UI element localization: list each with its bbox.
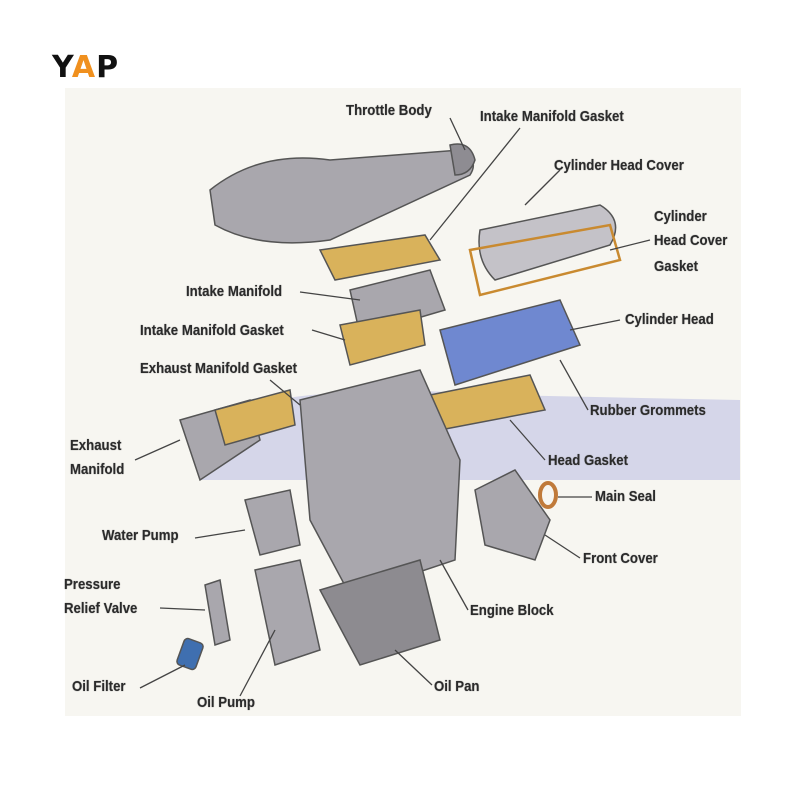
leader-lines xyxy=(134,117,651,697)
engine-block xyxy=(299,369,461,596)
label-water-pump: Water Pump xyxy=(102,527,179,544)
exhaust-manifold-gasket xyxy=(214,389,296,446)
label-intake-manifold-gasket-top: Intake Manifold Gasket xyxy=(480,108,624,125)
label-engine-block: Engine Block xyxy=(470,602,554,619)
oil-filter xyxy=(176,637,204,671)
logo-letter: Y xyxy=(52,50,72,85)
label-exhaust-manifold-gasket: Exhaust Manifold Gasket xyxy=(140,360,297,377)
water-pump xyxy=(244,489,301,556)
main-seal xyxy=(538,481,558,509)
head-gasket xyxy=(429,374,547,431)
cylinder-head xyxy=(439,299,582,386)
label-throttle-body: Throttle Body xyxy=(346,102,432,119)
label-intake-manifold: Intake Manifold xyxy=(186,283,283,300)
logo-letter: A xyxy=(71,50,97,85)
label-cylinder-head-cover-gasket-2: Head Cover xyxy=(654,232,728,249)
label-rubber-grommets: Rubber Grommets xyxy=(590,402,706,419)
intake-manifold-gasket-top xyxy=(318,234,442,281)
label-main-seal: Main Seal xyxy=(595,488,656,505)
cylinder-head-cover-gasket xyxy=(468,223,622,297)
label-cylinder-head-cover-gasket-3: Gasket xyxy=(654,258,699,275)
label-cylinder-head: Cylinder Head xyxy=(625,311,714,328)
label-pressure-relief-valve-2: Relief Valve xyxy=(64,600,138,617)
label-exhaust-manifold-1: Exhaust xyxy=(70,437,122,454)
pressure-relief-valve xyxy=(204,579,231,646)
label-cylinder-head-cover: Cylinder Head Cover xyxy=(554,157,684,174)
intake-plenum xyxy=(209,149,475,244)
label-cylinder-head-cover-gasket-1: Cylinder xyxy=(654,208,707,225)
cylinder-head-cover xyxy=(478,204,617,281)
label-pressure-relief-valve-1: Pressure xyxy=(64,576,121,593)
label-oil-pump: Oil Pump xyxy=(197,694,255,711)
logo-letter: P xyxy=(96,50,120,85)
label-exhaust-manifold-2: Manifold xyxy=(70,461,125,478)
throttle-body xyxy=(449,143,476,176)
oil-pump xyxy=(254,559,321,666)
label-oil-pan: Oil Pan xyxy=(434,678,480,695)
label-head-gasket: Head Gasket xyxy=(548,452,628,469)
label-oil-filter: Oil Filter xyxy=(72,678,126,695)
label-intake-manifold-gasket: Intake Manifold Gasket xyxy=(140,322,284,339)
oil-pan xyxy=(318,559,441,666)
front-cover xyxy=(474,469,551,561)
label-front-cover: Front Cover xyxy=(583,550,658,567)
intake-manifold-gasket xyxy=(339,309,426,366)
yap-logo: YAP xyxy=(52,50,119,85)
